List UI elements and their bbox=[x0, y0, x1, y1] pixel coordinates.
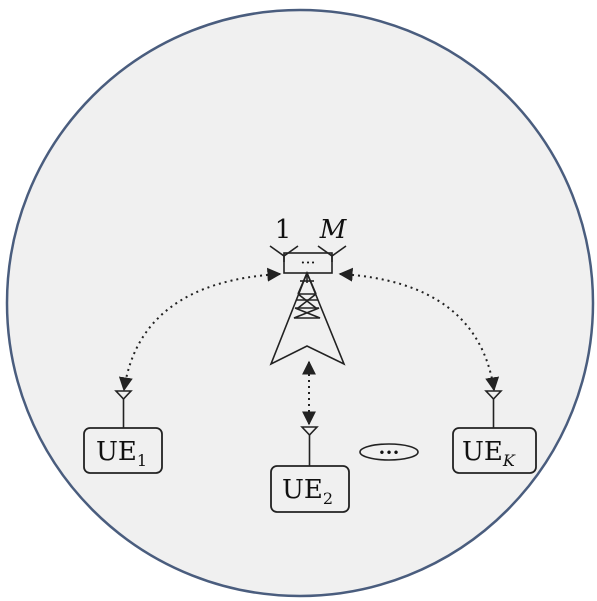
antenna-label-first: 1 bbox=[275, 215, 292, 245]
ue-2-antenna-icon bbox=[300, 426, 319, 466]
antenna-m-icon bbox=[317, 245, 347, 262]
tower-icon bbox=[269, 270, 346, 366]
ue-2-label: UE2 bbox=[282, 475, 333, 508]
ue-1-box bbox=[83, 427, 163, 474]
ue-1: UE1 bbox=[83, 390, 163, 474]
antenna-label-last: M bbox=[319, 215, 348, 245]
ue-1-label: UE1 bbox=[96, 437, 147, 470]
ue-1-antenna-icon bbox=[114, 390, 133, 428]
link-ue1 bbox=[118, 267, 282, 392]
ue-k-label: UEK bbox=[462, 437, 516, 470]
links bbox=[118, 267, 500, 426]
ue-2-box bbox=[270, 465, 350, 513]
antenna-dots: ··· bbox=[300, 253, 315, 272]
ue-2: UE2 bbox=[270, 426, 350, 513]
ue-k-antenna-icon bbox=[484, 390, 503, 428]
more-users-dots: ••• bbox=[378, 446, 399, 460]
antenna-array-panel bbox=[269, 245, 347, 274]
ue-k: UEK bbox=[452, 390, 537, 474]
ue-k-box bbox=[452, 427, 537, 474]
antenna-1-icon bbox=[269, 245, 299, 262]
more-users-indicator: ••• bbox=[359, 443, 419, 461]
base-station bbox=[269, 245, 347, 366]
